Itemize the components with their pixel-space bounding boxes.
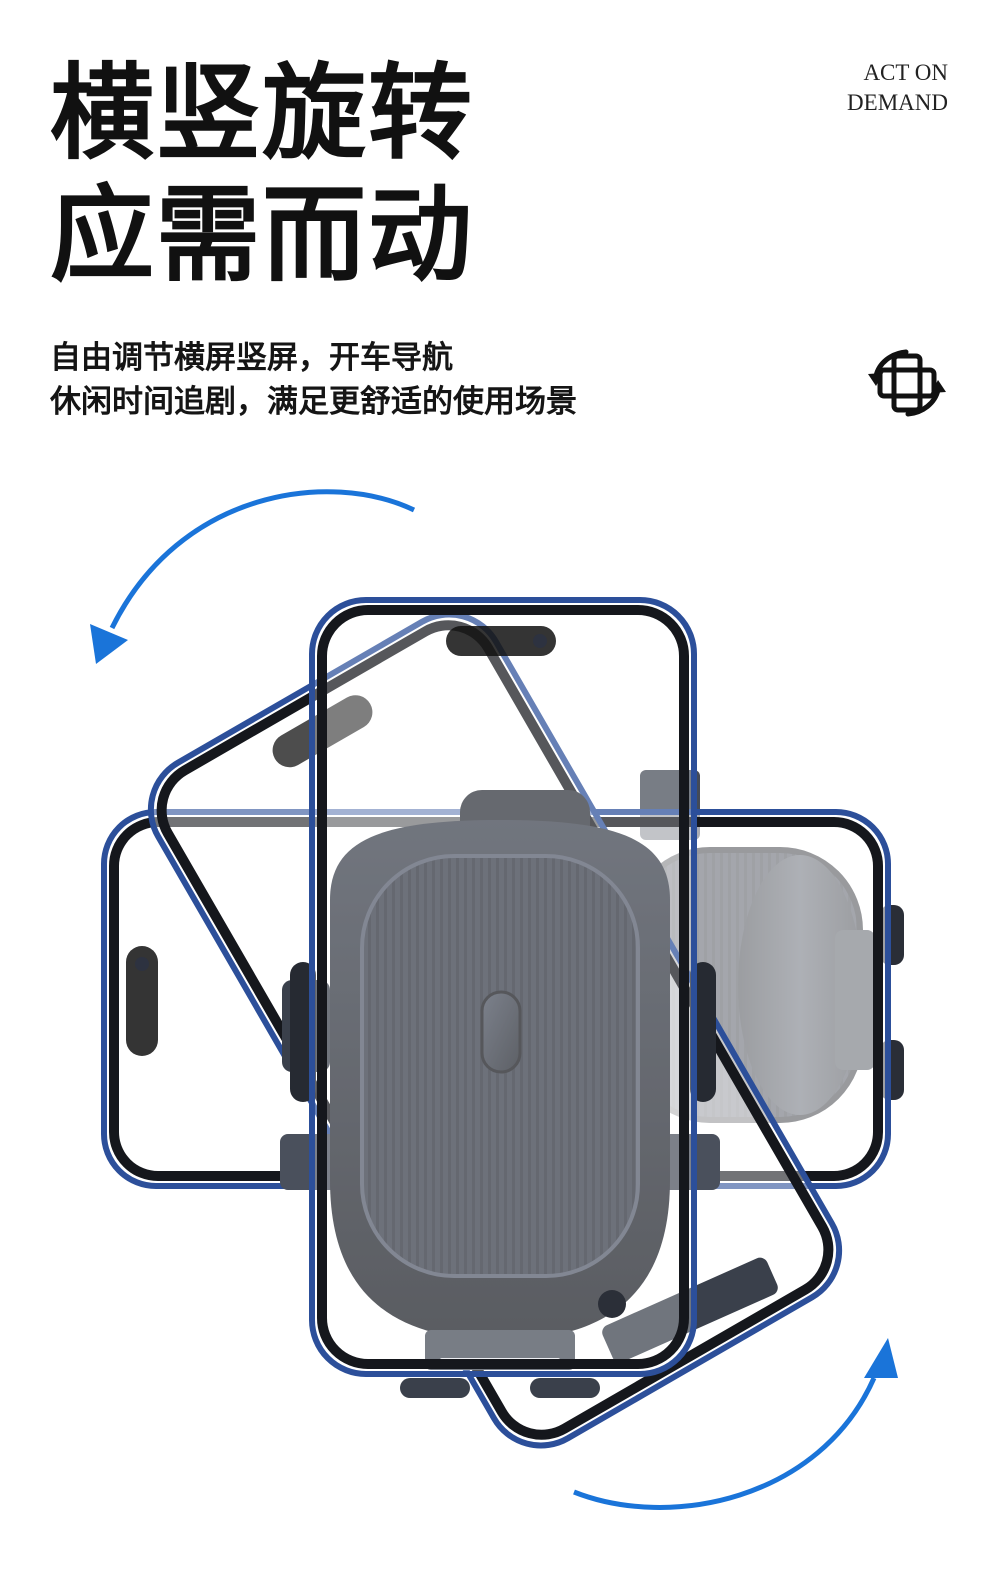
description-line-1: 自由调节横屏竖屏，开车导航 [50, 340, 453, 376]
headline-line-1: 横竖旋转 [50, 51, 475, 174]
rotation-arrow-icon [573, 1338, 898, 1510]
phone-portrait [309, 597, 697, 1377]
feature-description: 自由调节横屏竖屏，开车导航 休闲时间追剧，满足更舒适的使用场景 [50, 336, 577, 424]
tagline: ACT ON DEMAND [847, 58, 948, 118]
tagline-line-2: DEMAND [847, 90, 948, 115]
phone-mount-illustration [90, 489, 904, 1510]
headline: 横竖旋转 应需而动 [50, 52, 474, 296]
rotation-arrow-icon [90, 489, 416, 664]
rotate-360-icon [868, 349, 946, 417]
mount-body [280, 790, 778, 1398]
headline-line-2: 应需而动 [50, 173, 475, 296]
tagline-line-1: ACT ON [863, 60, 948, 85]
description-line-2: 休闲时间追剧，满足更舒适的使用场景 [50, 384, 577, 420]
